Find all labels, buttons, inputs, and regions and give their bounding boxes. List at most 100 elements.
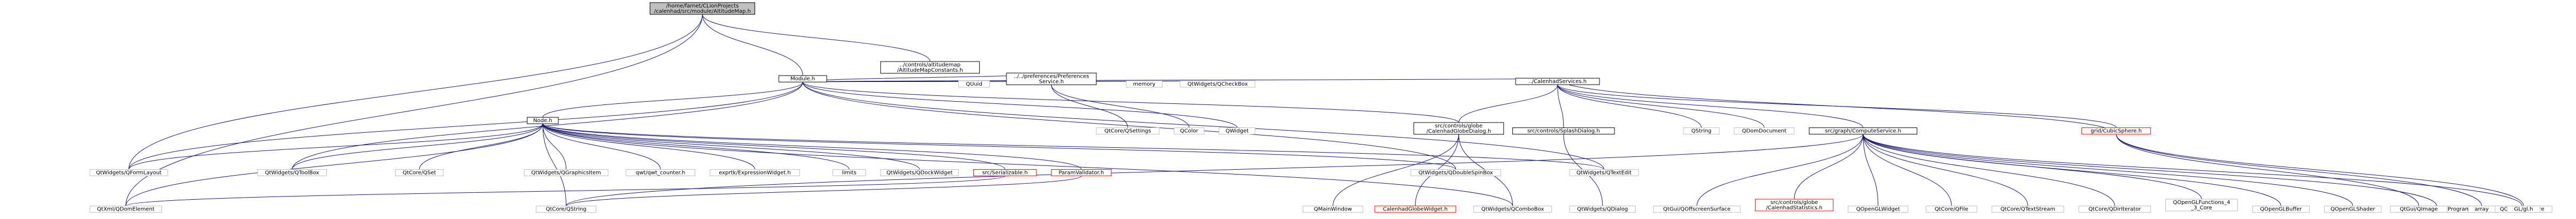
node-calenhadstats[interactable]: src/controls/globe/CalenhadStatistics.h (1755, 199, 1834, 212)
node-label: src/controls/globe (1771, 200, 1818, 206)
edge-cubicsphere-array (2116, 134, 2482, 206)
node-qdockwidget: QtWidgets/QDockWidget (880, 169, 959, 176)
node-paramvalidator[interactable]: ParamValidator.h (1051, 169, 1112, 176)
node-quuid: QUuid (958, 80, 990, 88)
node-calenhadglobewidget[interactable]: CalenhadGlobeWidget.h (1374, 206, 1456, 213)
edge-prefservice-qsettings (1051, 85, 1128, 128)
node-root[interactable]: /home/farnet/CLionProjects/calenhad/src/… (649, 2, 755, 15)
node-qstring: QString (1683, 127, 1720, 135)
node-limits: limits (832, 169, 866, 176)
node-box (880, 61, 980, 74)
edge-calenhadservices-calenhadglobedialog (1458, 85, 1558, 123)
node-box (1683, 127, 1720, 135)
node-node[interactable]: Node.h (527, 117, 559, 124)
node-qxmlqdomelement: QtXml/QDomElement (89, 206, 162, 213)
node-qtextedit: QtWidgets/QTextEdit (1569, 169, 1639, 176)
node-box (1926, 206, 1978, 213)
node-box (89, 206, 162, 213)
node-box (1991, 206, 2064, 213)
node-label: QDomDocument (1742, 129, 1786, 134)
node-box (709, 169, 801, 176)
edge-node-limits (542, 123, 850, 170)
node-box (1180, 80, 1256, 88)
node-label: src/Serializable.h (982, 170, 1028, 176)
node-calenhadservices[interactable]: ../CalenhadServices.h (1515, 78, 1600, 85)
edge-root-module (702, 14, 803, 76)
node-box (1569, 169, 1639, 176)
edge-node-qtcoreqstring (542, 124, 567, 206)
node-qguiqimage: QtGui/QImage (2390, 206, 2448, 213)
node-module[interactable]: Module.h (778, 75, 827, 82)
node-box (2165, 199, 2238, 212)
node-label: QtWidgets/QComboBox (1481, 207, 1544, 213)
node-label: ../CalenhadServices.h (1528, 79, 1587, 85)
node-qcheckbox: QtWidgets/QCheckBox (1180, 80, 1256, 88)
edge-node-qdoublespinbox (542, 123, 1456, 170)
node-qglshader: QOpenGLShader (2324, 206, 2382, 213)
node-qtcoreqstring: QtCore/QString (536, 206, 597, 213)
node-box (778, 75, 827, 82)
node-box (1809, 127, 1918, 135)
edge-node-qdockwidget (542, 123, 920, 170)
edge-node-qformlayout (128, 123, 543, 170)
edge-node-qtoolbox (291, 124, 543, 170)
edge-node-qxmlqdomelement (125, 124, 543, 206)
node-qtoolbox: QtWidgets/QToolBox (257, 169, 327, 176)
node-calenhadglobedialog[interactable]: src/controls/globe/CalenhadGlobeDialog.h (1413, 122, 1504, 135)
node-box (1515, 78, 1600, 85)
node-box (832, 169, 866, 176)
edge-module-calenhadglobedialog (802, 81, 1459, 123)
edge-serializable-qxmlqdomelement (125, 176, 1005, 207)
edge-calenhadservices-splashdialog (1557, 85, 1564, 128)
node-label: QtCore/QString (546, 207, 587, 213)
node-qdomdocument: QDomDocument (1734, 127, 1795, 135)
node-label: QString (1691, 129, 1712, 134)
node-box (524, 169, 609, 176)
node-label: QtGui/QImage (2400, 207, 2437, 213)
node-qformlayout: QtWidgets/QFormLayout (89, 169, 168, 176)
edge-node-qgraphicsitem (542, 124, 567, 170)
node-label: CalenhadGlobeWidget.h (1383, 207, 1448, 213)
node-box (1219, 127, 1256, 135)
node-label: QOpenGLWidget (1856, 207, 1900, 213)
edge-module-qtoolbox (291, 82, 803, 170)
node-qwtpot: qwt/qwt_counter.h (626, 169, 695, 176)
node-cubicsphere[interactable]: grid/CubicSphere.h (2081, 127, 2151, 135)
node-box (1734, 127, 1795, 135)
edge-module-qformlayout (128, 82, 803, 170)
edge-computeservice-qglwidget (1863, 134, 1879, 206)
node-label: QtWidgets/QDialog (1577, 207, 1628, 213)
node-splashdialog[interactable]: src/controls/SplashDialog.h (1512, 127, 1615, 135)
node-box (649, 2, 755, 15)
node-serializable[interactable]: src/Serializable.h (973, 169, 1037, 176)
node-label: src/controls/SplashDialog.h (1527, 129, 1600, 134)
node-box (1413, 122, 1504, 135)
node-qwidget: QWidget (1219, 127, 1256, 135)
node-label: /home/farnet/CLionProjects (666, 3, 739, 9)
edge-node-qwtpot (542, 124, 661, 170)
node-altconst[interactable]: ../controls/altitudemap/AltitudeMapConst… (880, 61, 980, 74)
node-box (2390, 206, 2448, 213)
edges-layer (125, 14, 2524, 207)
node-label: /AltitudeMapConstants.h (897, 67, 963, 73)
node-computeservice[interactable]: src/graph/ComputeService.h (1809, 127, 1918, 135)
node-label: QtWidgets/QToolBox (265, 170, 319, 176)
node-qfile: QtCore/QFile (1926, 206, 1978, 213)
node-label: QtGui/QOffscreenSurface (1663, 207, 1731, 213)
node-label: qwt/qwt_counter.h (636, 170, 685, 176)
edge-computeservice-qfile (1863, 134, 1952, 206)
edge-paramvalidator-qtcoreqstring (566, 176, 1082, 207)
edge-calenhadglobedialog-qmainwindow (1333, 134, 1459, 206)
edge-module-qtextedit (802, 82, 1604, 170)
node-qdomiterator: QtCore/QDirIterator (2078, 206, 2151, 213)
node-label: array (2474, 207, 2488, 213)
node-box (1174, 127, 1205, 135)
node-box (527, 117, 559, 124)
node-label: ../../preferences/Preferences (1014, 73, 1089, 79)
node-label: ../controls/altitudemap (899, 62, 960, 68)
edge-cubicsphere-glmglm (2116, 134, 2524, 206)
node-label: QMainWindow (1314, 207, 1352, 213)
edge-cubicsphere-qguiqimage (2116, 134, 2419, 206)
edge-computeservice-qtextstream (1863, 134, 2028, 206)
